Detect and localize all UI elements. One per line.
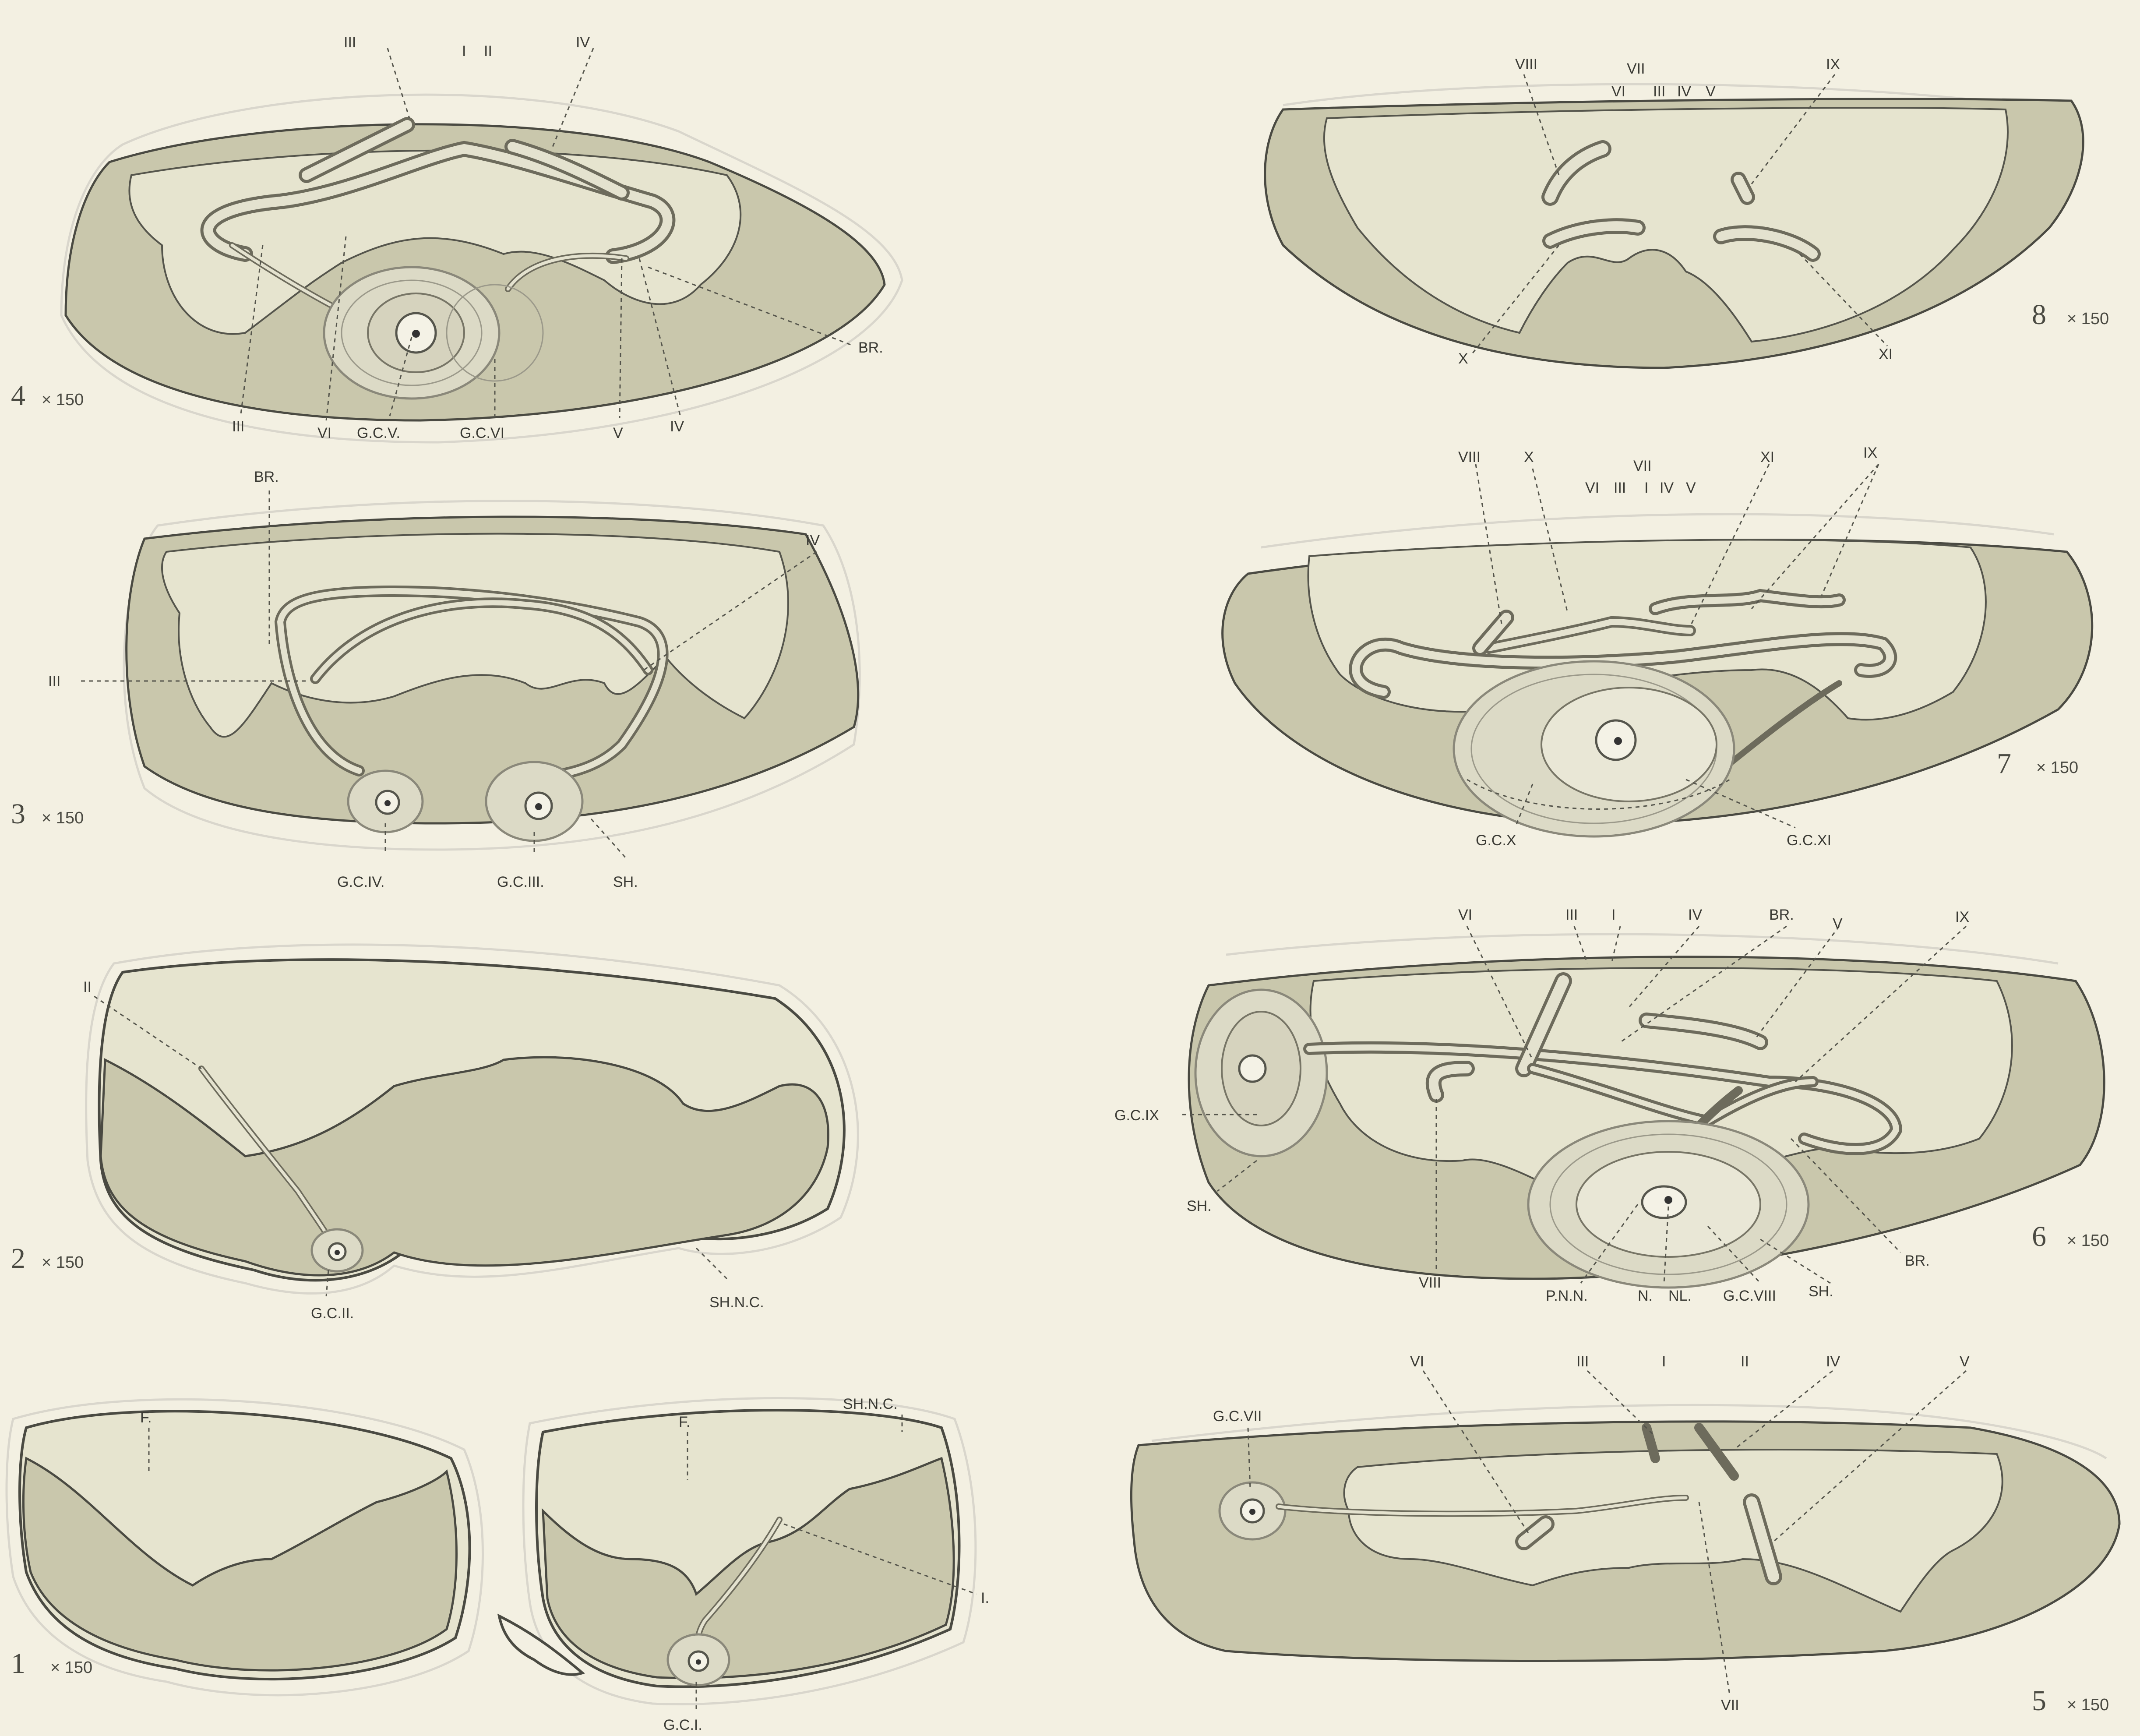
fig5-label-vi: VI [1410, 1353, 1424, 1370]
fig6-label-viii: VIII [1419, 1274, 1441, 1291]
fig6-magnification: × 150 [2067, 1231, 2109, 1250]
fig8-label-vii: VII [1627, 60, 1645, 77]
fig5-number: 5 [2032, 1685, 2046, 1717]
fig5-label-i: I [1662, 1353, 1666, 1370]
figure-1: F. F. SH.N.C. I. G.C.I. 1 × 150 [7, 1396, 989, 1733]
fig8-label-iv: IV [1677, 83, 1691, 100]
fig6-label-sh-left: SH. [1187, 1198, 1212, 1214]
fig1-label-sheath: SH.N.C. [843, 1396, 898, 1412]
fig4-label-i: I [462, 43, 466, 60]
fig8-magnification: × 150 [2067, 310, 2109, 328]
fig4-label-gc-v: G.C.V. [357, 425, 400, 441]
fig6-label-pnn: P.N.N. [1546, 1288, 1588, 1304]
fig6-label-vi: VI [1458, 907, 1472, 923]
fig7-label-viii: VIII [1458, 449, 1481, 466]
fig4-label-vi: VI [317, 425, 331, 441]
figure-5: G.C.VII VI III I II IV V VII 5 × 150 [1131, 1353, 2119, 1717]
fig6-label-br-bottom: BR. [1905, 1253, 1930, 1269]
fig5-label-v: V [1960, 1353, 1970, 1370]
fig3-label-sh: SH. [613, 874, 638, 890]
fig3-label-gc-iii: G.C.III. [497, 874, 544, 890]
fig7-label-v: V [1686, 480, 1696, 496]
fig3-label-gc-iv: G.C.IV. [337, 874, 384, 890]
fig8-label-viii: VIII [1515, 56, 1537, 73]
fig6-number: 6 [2032, 1221, 2046, 1253]
fig4-label-iv-bottom: IV [670, 418, 684, 435]
figure-8: VIII VII VI III IV V IX X XI 8 × 150 [1265, 56, 2109, 368]
fig6-label-sh-right: SH. [1809, 1283, 1833, 1300]
fig7-label-iii: III [1614, 480, 1626, 496]
figure-7: VII VI III I IV V VIII X XI IX G.C.X G.C… [1223, 445, 2092, 849]
fig5-label-iv: IV [1826, 1353, 1840, 1370]
fig5-label-iii: III [1576, 1353, 1589, 1370]
fig8-number: 8 [2032, 299, 2046, 331]
fig6-label-ix: IX [1955, 909, 1969, 925]
fig4-label-ii: II [484, 43, 492, 60]
fig7-label-xi: XI [1760, 449, 1774, 466]
fig2-number: 2 [11, 1242, 25, 1274]
fig3-magnification: × 150 [42, 809, 84, 827]
fig7-label-vi: VI [1585, 480, 1599, 496]
fig8-label-v: V [1706, 83, 1716, 100]
fig2-label-ii: II [83, 979, 92, 995]
fig1-number: 1 [11, 1648, 25, 1680]
fig7-label-ix: IX [1863, 445, 1877, 461]
fig1-label-f-right: F. [679, 1414, 690, 1430]
fig3-number: 3 [11, 798, 25, 830]
fig6-label-n: N. [1638, 1288, 1653, 1304]
fig8-label-vi: VI [1611, 83, 1625, 100]
fig6-label-gc-viii: G.C.VIII [1723, 1288, 1776, 1304]
fig1-label-i: I. [981, 1590, 989, 1606]
fig3-label-iii: III [48, 673, 60, 690]
fig7-magnification: × 150 [2036, 759, 2078, 777]
fig5-label-gc-vii: G.C.VII [1213, 1408, 1262, 1425]
fig7-label-x: X [1524, 449, 1534, 466]
fig6-label-br-top: BR. [1769, 907, 1794, 923]
fig7-label-vii: VII [1633, 458, 1652, 474]
fig4-label-gc-vi: G.C.VI [460, 425, 504, 441]
fig5-label-ii: II [1741, 1353, 1749, 1370]
fig3-label-br: BR. [254, 469, 279, 485]
fig6-label-gc-ix: G.C.IX [1114, 1107, 1159, 1124]
fig3-label-iv: IV [806, 532, 820, 549]
fig6-label-i: I [1611, 907, 1615, 923]
fig7-label-gc-xi: G.C.XI [1787, 832, 1831, 849]
fig6-label-iii: III [1565, 907, 1578, 923]
fig7-label-gc-x: G.C.X [1476, 832, 1516, 849]
fig7-label-iv: IV [1660, 480, 1674, 496]
fig6-label-nl: NL. [1668, 1288, 1692, 1304]
figure-2: II G.C.II. SH.N.C. 2 × 150 [11, 945, 858, 1322]
fig6-label-v: V [1833, 915, 1843, 932]
fig5-label-vii: VII [1721, 1697, 1739, 1714]
fig5-magnification: × 150 [2067, 1696, 2109, 1714]
fig4-label-iii-bottom: III [232, 418, 244, 435]
fig7-label-i: I [1644, 480, 1648, 496]
figure-3: BR. III IV G.C.IV. G.C.III. SH. 3 × 150 [11, 469, 860, 890]
fig4-label-iv-top: IV [576, 34, 590, 51]
fig7-number: 7 [1997, 748, 2011, 780]
fig8-label-ix: IX [1826, 56, 1840, 73]
figure-4: III I II IV BR. III VI G.C.V. G.C.VI V I… [11, 34, 902, 442]
fig2-label-sheath: SH.N.C. [709, 1294, 764, 1311]
fig4-label-br: BR. [858, 339, 883, 356]
fig6-label-iv: IV [1688, 907, 1702, 923]
fig4-label-iii-top: III [344, 34, 356, 51]
fig8-label-xi: XI [1879, 346, 1893, 363]
fig8-label-iii: III [1653, 83, 1665, 100]
fig1-magnification: × 150 [50, 1658, 92, 1677]
fig4-label-v: V [613, 425, 623, 441]
fig8-label-x: X [1458, 350, 1468, 367]
fig1-label-f-left: F. [140, 1409, 152, 1426]
fig2-label-gc-ii: G.C.II. [311, 1305, 354, 1322]
figure-6: VI III I IV BR. V IX G.C.IX SH. VIII P.N… [1114, 907, 2109, 1304]
fig4-number: 4 [11, 380, 25, 412]
fig2-magnification: × 150 [42, 1253, 84, 1272]
fig1-label-gc-i: G.C.I. [663, 1717, 702, 1733]
fig4-magnification: × 150 [42, 391, 84, 409]
